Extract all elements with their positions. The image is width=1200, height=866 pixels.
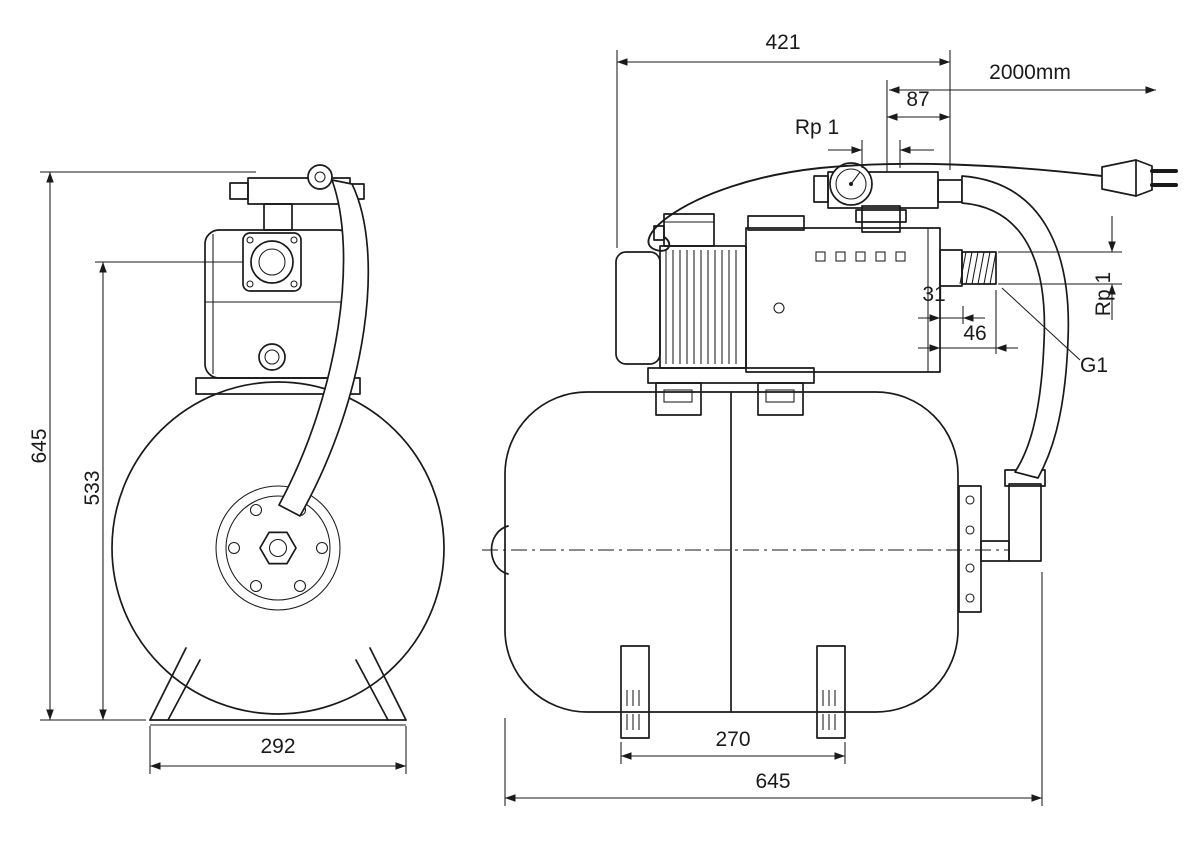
terminal-box	[663, 213, 715, 247]
dimension-port-height: 533	[81, 261, 243, 720]
suction-port	[939, 249, 997, 287]
dim-port-height-label: 533	[81, 470, 104, 505]
tank-flange	[958, 485, 982, 613]
gauge-tee	[813, 162, 963, 233]
hose-front	[278, 179, 370, 517]
side-port-thread-label: Rp 1	[1092, 272, 1115, 316]
power-plug	[1101, 159, 1178, 197]
dimension-port-length: 46	[918, 290, 1018, 354]
side-view: 421 2000mm 87 Rp 1 31	[482, 31, 1178, 806]
dimension-pump-length: 421	[616, 31, 951, 248]
tank-connection-label: G1	[1080, 354, 1108, 377]
dim-port-inset-label: 31	[922, 283, 945, 306]
dimension-overall-length: 645	[504, 572, 1043, 806]
cable-gland	[653, 225, 665, 241]
pump-base-plate	[647, 367, 815, 384]
front-view: 645 533 292	[28, 164, 445, 774]
fan-cover	[615, 251, 661, 365]
dim-stand-width-label: 292	[260, 735, 295, 758]
tank-side	[482, 391, 1046, 739]
dimension-foot-spacing: 270	[620, 728, 846, 764]
pump-side	[615, 162, 997, 416]
dim-port-length-label: 46	[963, 322, 986, 345]
dimension-cable-length: 2000mm	[886, 61, 1156, 172]
elbow-pipe	[1008, 483, 1042, 562]
power-cable	[647, 162, 1103, 252]
dimension-port-inset: 31	[918, 283, 985, 354]
dim-foot-spacing-label: 270	[715, 728, 750, 751]
dimension-stand-width: 292	[149, 726, 407, 774]
top-port-thread-label: Rp 1	[795, 116, 839, 139]
dim-cable-length-label: 2000mm	[989, 61, 1071, 84]
dimension-port-offset: 87	[887, 88, 950, 121]
dim-overall-height-label: 645	[28, 428, 51, 463]
dimension-overall-height: 645	[28, 171, 256, 721]
tank-flange-hub	[259, 531, 297, 565]
dim-pump-length-label: 421	[765, 31, 800, 54]
tank-stand-front	[149, 647, 407, 726]
tank-front	[111, 381, 445, 715]
dim-overall-length-label: 645	[755, 770, 790, 793]
dimension-top-port: Rp 1	[795, 116, 934, 168]
tank-feet	[620, 645, 846, 739]
dimension-side-port: Rp 1	[998, 216, 1122, 320]
motor-fins	[665, 250, 737, 364]
tank-connection-label-group: G1	[1001, 287, 1108, 377]
gauge-front-icon	[307, 164, 333, 190]
pump-housing	[745, 227, 941, 373]
dim-port-offset-label: 87	[906, 88, 929, 111]
